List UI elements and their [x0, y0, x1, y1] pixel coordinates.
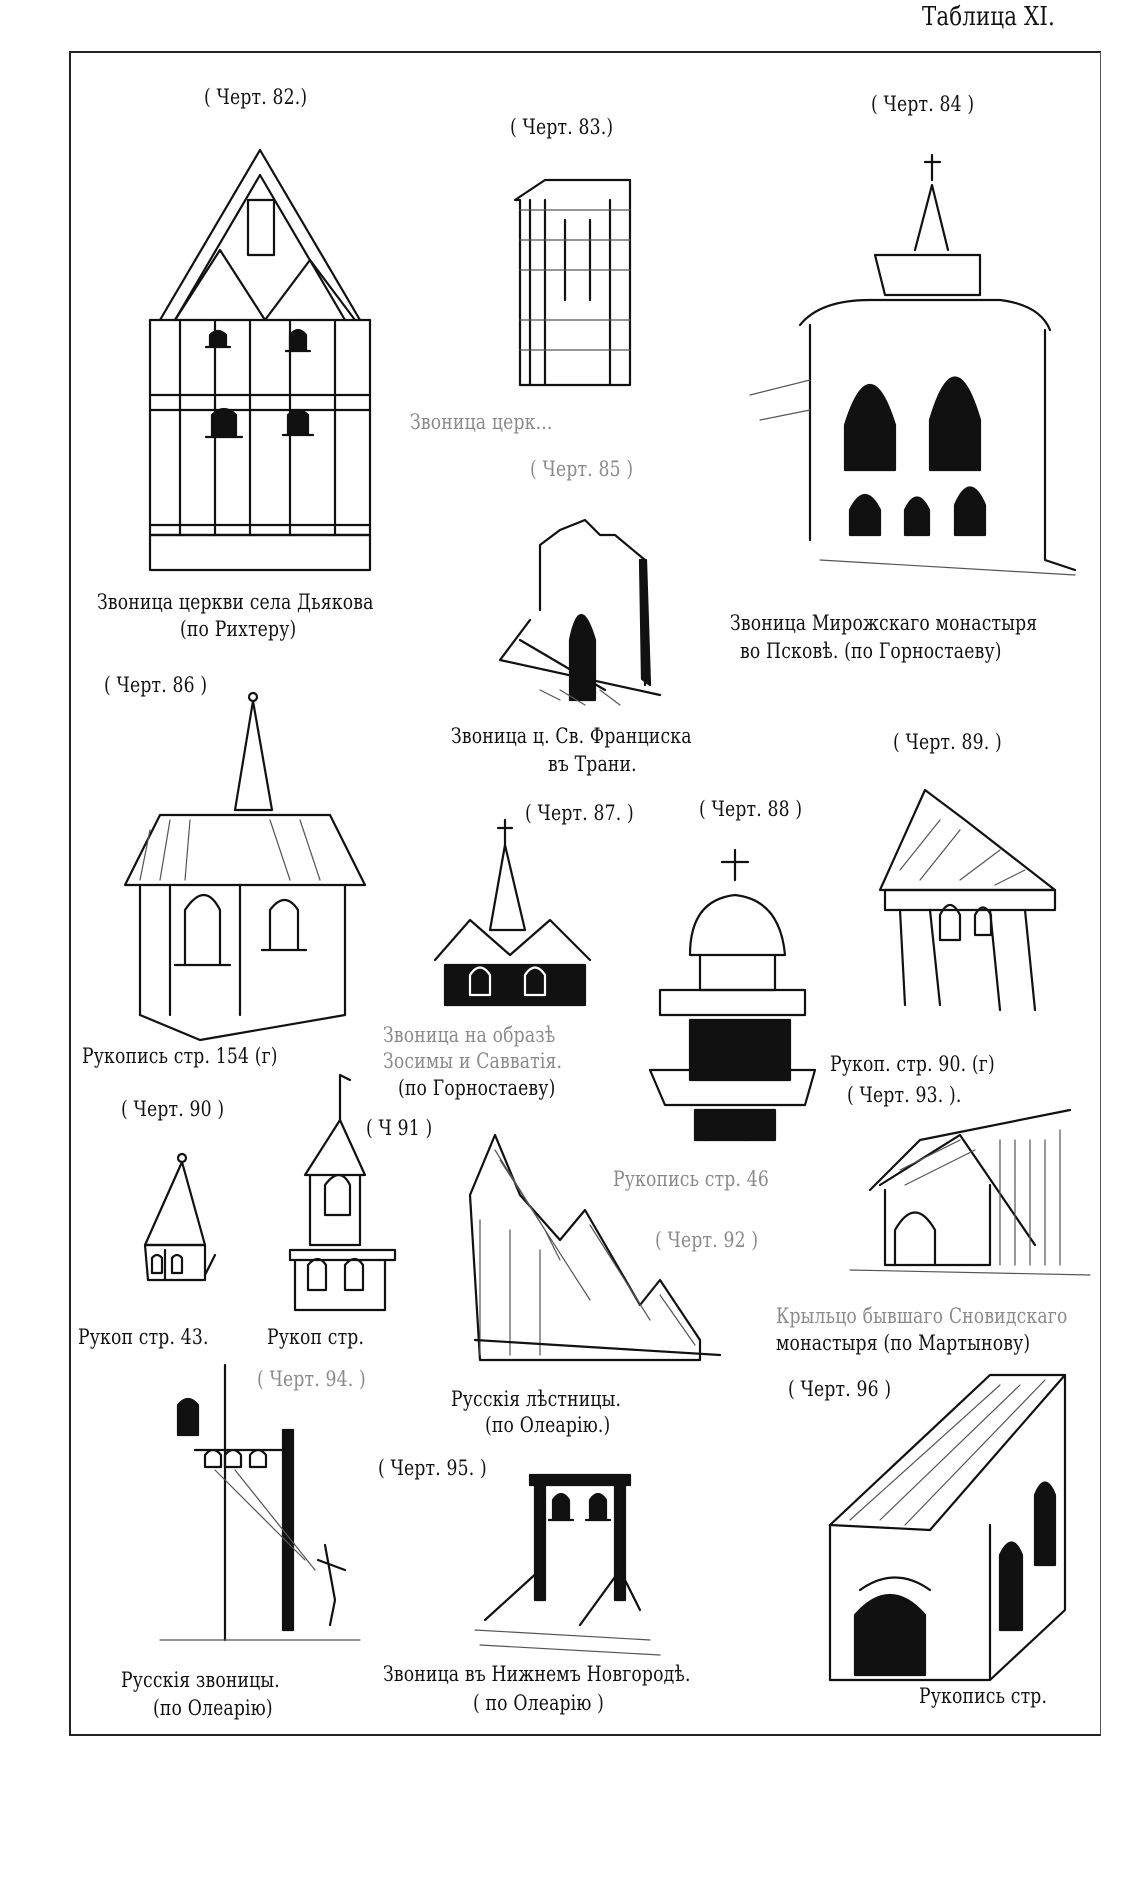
figure-caption: во Псковѣ. (по Горностаеву)	[740, 639, 1002, 663]
figure-caption: въ Трани.	[548, 752, 637, 776]
figure-caption: Звоница въ Нижнемъ Новгородѣ.	[383, 1662, 691, 1686]
figure-label: ( Ч 91 )	[366, 1116, 433, 1140]
figure-95-drawing	[474, 1473, 661, 1656]
figure-86-drawing	[123, 691, 367, 1042]
figure-caption: Русскія лѣстницы.	[451, 1387, 622, 1411]
figure-caption: Звоница на образѣ	[383, 1023, 556, 1047]
figure-label: ( Черт. 86 )	[104, 673, 208, 697]
figure-96-drawing	[828, 1373, 1067, 1682]
figure-caption: Звоница Мирожскаго монастыря	[730, 611, 1038, 635]
figure-label: ( Черт. 83.)	[510, 115, 614, 139]
figure-caption: Рукоп стр.	[267, 1325, 365, 1349]
figure-84-drawing	[749, 153, 1077, 576]
figure-label: ( Черт. 84 )	[871, 92, 975, 116]
figure-caption: ( по Олеарію )	[473, 1691, 605, 1715]
figure-89-drawing	[878, 788, 1057, 1012]
figure-caption: Звоница церкви села Дьякова	[97, 590, 374, 614]
figure-94-drawing	[159, 1363, 361, 1642]
figure-82-drawing	[148, 148, 372, 572]
figure-caption: Зосимы и Савватія.	[383, 1049, 563, 1073]
figure-label: ( Черт. 93. ).	[847, 1083, 962, 1107]
figure-label: ( Черт. 96 )	[788, 1377, 892, 1401]
figure-caption: Русскія звоницы.	[121, 1668, 280, 1692]
figure-caption: Звоница церк...	[410, 410, 553, 434]
figure-caption: монастыря (по Мартынову)	[776, 1331, 1031, 1355]
figure-87-drawing	[433, 818, 592, 1007]
figure-90-drawing	[143, 1152, 217, 1282]
figure-88-drawing	[648, 848, 817, 1142]
figure-caption: (по Горностаеву)	[398, 1076, 556, 1100]
plate-title: Таблица XI.	[922, 2, 1055, 32]
figure-93-drawing	[849, 1108, 1091, 1276]
figure-label: ( Черт. 82.)	[204, 85, 308, 109]
plate-frame	[69, 51, 1101, 1736]
figure-caption: (по Олеарію.)	[485, 1413, 611, 1437]
figure-label: ( Черт. 89. )	[893, 730, 1002, 754]
figure-83-drawing	[513, 178, 632, 387]
figure-label: ( Черт. 95. )	[378, 1456, 487, 1480]
figure-label: ( Черт. 90 )	[121, 1097, 225, 1121]
figure-label: ( Черт. 94. )	[257, 1367, 366, 1391]
figure-91-drawing	[288, 1073, 397, 1312]
figure-label: ( Черт. 87. )	[525, 801, 634, 825]
figure-caption: (по Олеарію)	[153, 1696, 273, 1720]
figure-label: ( Черт. 85 )	[530, 457, 634, 481]
figure-caption: Рукопись стр. 46	[613, 1167, 769, 1191]
figure-caption: Рукоп. стр. 90. (г)	[830, 1052, 995, 1076]
figure-caption: Звоница ц. Св. Франциска	[451, 724, 692, 748]
figure-label: ( Черт. 88 )	[699, 797, 803, 821]
figure-85-drawing	[498, 518, 662, 706]
figure-caption: Рукопись стр.	[919, 1684, 1048, 1708]
figure-caption: (по Рихтеру)	[180, 617, 297, 641]
figure-caption: Рукоп стр. 43.	[78, 1325, 209, 1349]
figure-caption: Рукопись стр. 154 (г)	[82, 1044, 278, 1068]
figure-caption: Крыльцо бывшаго Сновидскаго	[776, 1304, 1068, 1328]
figure-92-drawing	[468, 1133, 722, 1362]
figure-label: ( Черт. 92 )	[655, 1228, 759, 1252]
